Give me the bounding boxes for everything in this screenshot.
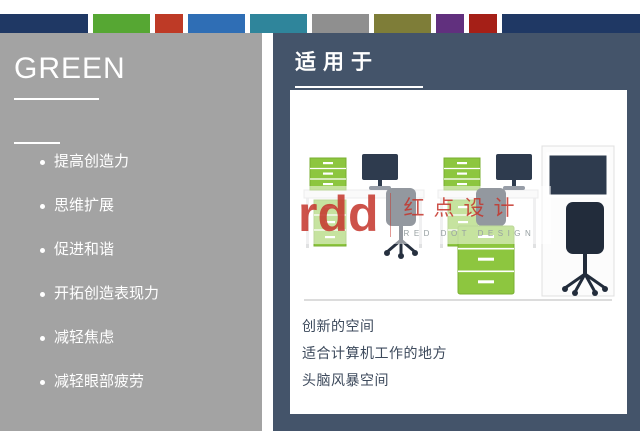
caption-block: 创新的空间 适合计算机工作的地方 头脑风暴空间 <box>290 314 627 389</box>
list-item-label: 促进和谐 <box>54 241 115 258</box>
list-item: 思维扩展 <box>40 196 252 216</box>
bullet-icon <box>40 335 45 341</box>
list-item-label: 思维扩展 <box>54 197 115 214</box>
caption-line: 适合计算机工作的地方 <box>302 345 447 361</box>
watermark-name-cn: 红点设计 <box>403 196 524 220</box>
color-tile <box>93 14 150 33</box>
watermark-logo: rdd <box>298 186 379 242</box>
list-item: 减轻眼部疲劳 <box>40 372 252 392</box>
watermark-names: 红点设计 RED DOT DESIGN <box>404 192 536 238</box>
caption-line: 创新的空间 <box>302 318 375 334</box>
list-item: 开拓创造表现力 <box>40 284 252 304</box>
watermark-divider <box>389 192 391 237</box>
watermark: rdd 红点设计 RED DOT DESIGN <box>290 186 552 244</box>
color-tile <box>374 14 431 33</box>
list-item: 提高创造力 <box>40 152 252 172</box>
color-tile <box>155 14 183 33</box>
benefit-list: 提高创造力 思维扩展 促进和谐 开拓创造表现力 减轻焦虑 减轻眼部疲劳 <box>14 152 252 392</box>
caption-line: 头脑风暴空间 <box>302 372 389 388</box>
bullet-icon <box>40 203 45 209</box>
bullet-icon <box>40 247 45 253</box>
bullet-icon <box>40 159 45 165</box>
watermark-name-en: RED DOT DESIGN <box>403 228 536 238</box>
list-item-label: 减轻焦虑 <box>54 329 115 346</box>
top-color-strip <box>0 14 640 33</box>
sidebar-divider <box>14 142 60 144</box>
bullet-icon <box>40 291 45 297</box>
content-card: 创新的空间 适合计算机工作的地方 头脑风暴空间 rdd 红点设计 RED DOT… <box>290 90 627 414</box>
title-underline <box>14 98 99 100</box>
list-item-label: 开拓创造表现力 <box>54 285 160 302</box>
color-tile <box>312 14 369 33</box>
sidebar: GREEN 提高创造力 思维扩展 促进和谐 开拓创造表现力 减轻焦虑 减轻眼部疲… <box>0 33 262 431</box>
color-tile <box>188 14 245 33</box>
list-item: 减轻焦虑 <box>40 328 252 348</box>
bullet-icon <box>40 379 45 385</box>
color-tile <box>250 14 307 33</box>
section-title: 适用于 <box>295 51 379 74</box>
color-tile <box>469 14 497 33</box>
color-tile <box>0 14 88 33</box>
main-panel: 适用于 <box>273 33 640 431</box>
column-gap <box>262 33 273 431</box>
page-title: GREEN <box>14 52 126 85</box>
list-item-label: 减轻眼部疲劳 <box>54 373 145 390</box>
slide-content: GREEN 提高创造力 思维扩展 促进和谐 开拓创造表现力 减轻焦虑 减轻眼部疲… <box>0 33 640 431</box>
list-item-label: 提高创造力 <box>54 153 130 170</box>
color-tile <box>502 14 640 33</box>
color-tile <box>436 14 464 33</box>
list-item: 促进和谐 <box>40 240 252 260</box>
section-title-underline <box>295 86 423 88</box>
